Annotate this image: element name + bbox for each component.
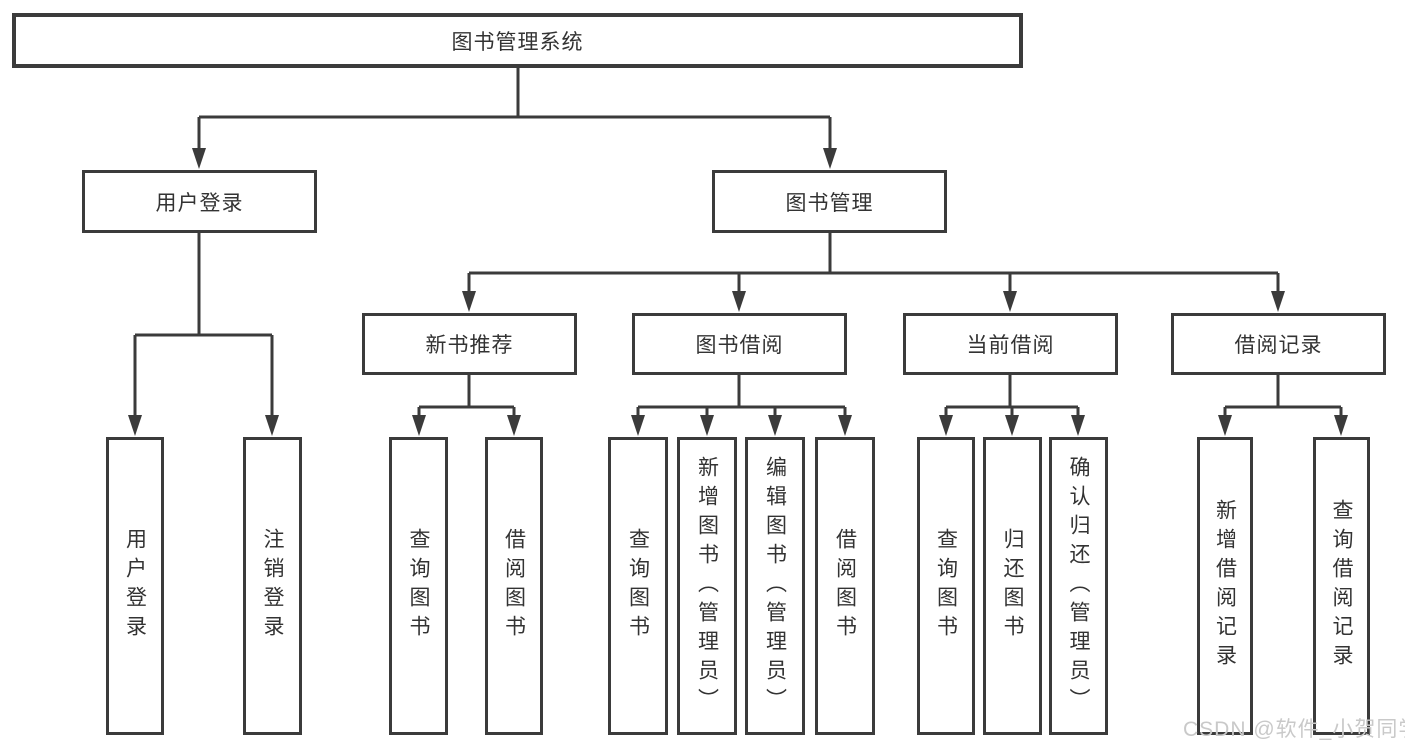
leaf-add-borrow-record: 新增借阅记录 bbox=[1197, 437, 1253, 735]
leaf-query-borrow-record: 查询借阅记录 bbox=[1313, 437, 1370, 735]
node-book-borrow: 图书借阅 bbox=[632, 313, 847, 375]
leaf-user-login: 用户登录 bbox=[106, 437, 164, 735]
leaf-query-books-borrow: 查询图书 bbox=[608, 437, 668, 735]
leaf-borrow-books: 借阅图书 bbox=[815, 437, 875, 735]
node-current-borrow: 当前借阅 bbox=[903, 313, 1118, 375]
node-user-login: 用户登录 bbox=[82, 170, 317, 233]
node-book-management: 图书管理 bbox=[712, 170, 947, 233]
leaf-logout: 注销登录 bbox=[243, 437, 302, 735]
leaf-confirm-return-admin: 确认归还（管理员） bbox=[1049, 437, 1108, 735]
leaf-query-books-current: 查询图书 bbox=[917, 437, 975, 735]
leaf-query-books-recommend: 查询图书 bbox=[389, 437, 448, 735]
leaf-return-books: 归还图书 bbox=[983, 437, 1042, 735]
node-new-book-recommend: 新书推荐 bbox=[362, 313, 577, 375]
leaf-add-books-admin: 新增图书（管理员） bbox=[677, 437, 737, 735]
leaf-edit-books-admin: 编辑图书（管理员） bbox=[745, 437, 805, 735]
leaf-borrow-books-recommend: 借阅图书 bbox=[485, 437, 543, 735]
csdn-watermark: CSDN @软件_小贺同学 bbox=[1183, 718, 1405, 741]
node-borrow-records: 借阅记录 bbox=[1171, 313, 1386, 375]
node-root-library-system: 图书管理系统 bbox=[12, 13, 1023, 68]
